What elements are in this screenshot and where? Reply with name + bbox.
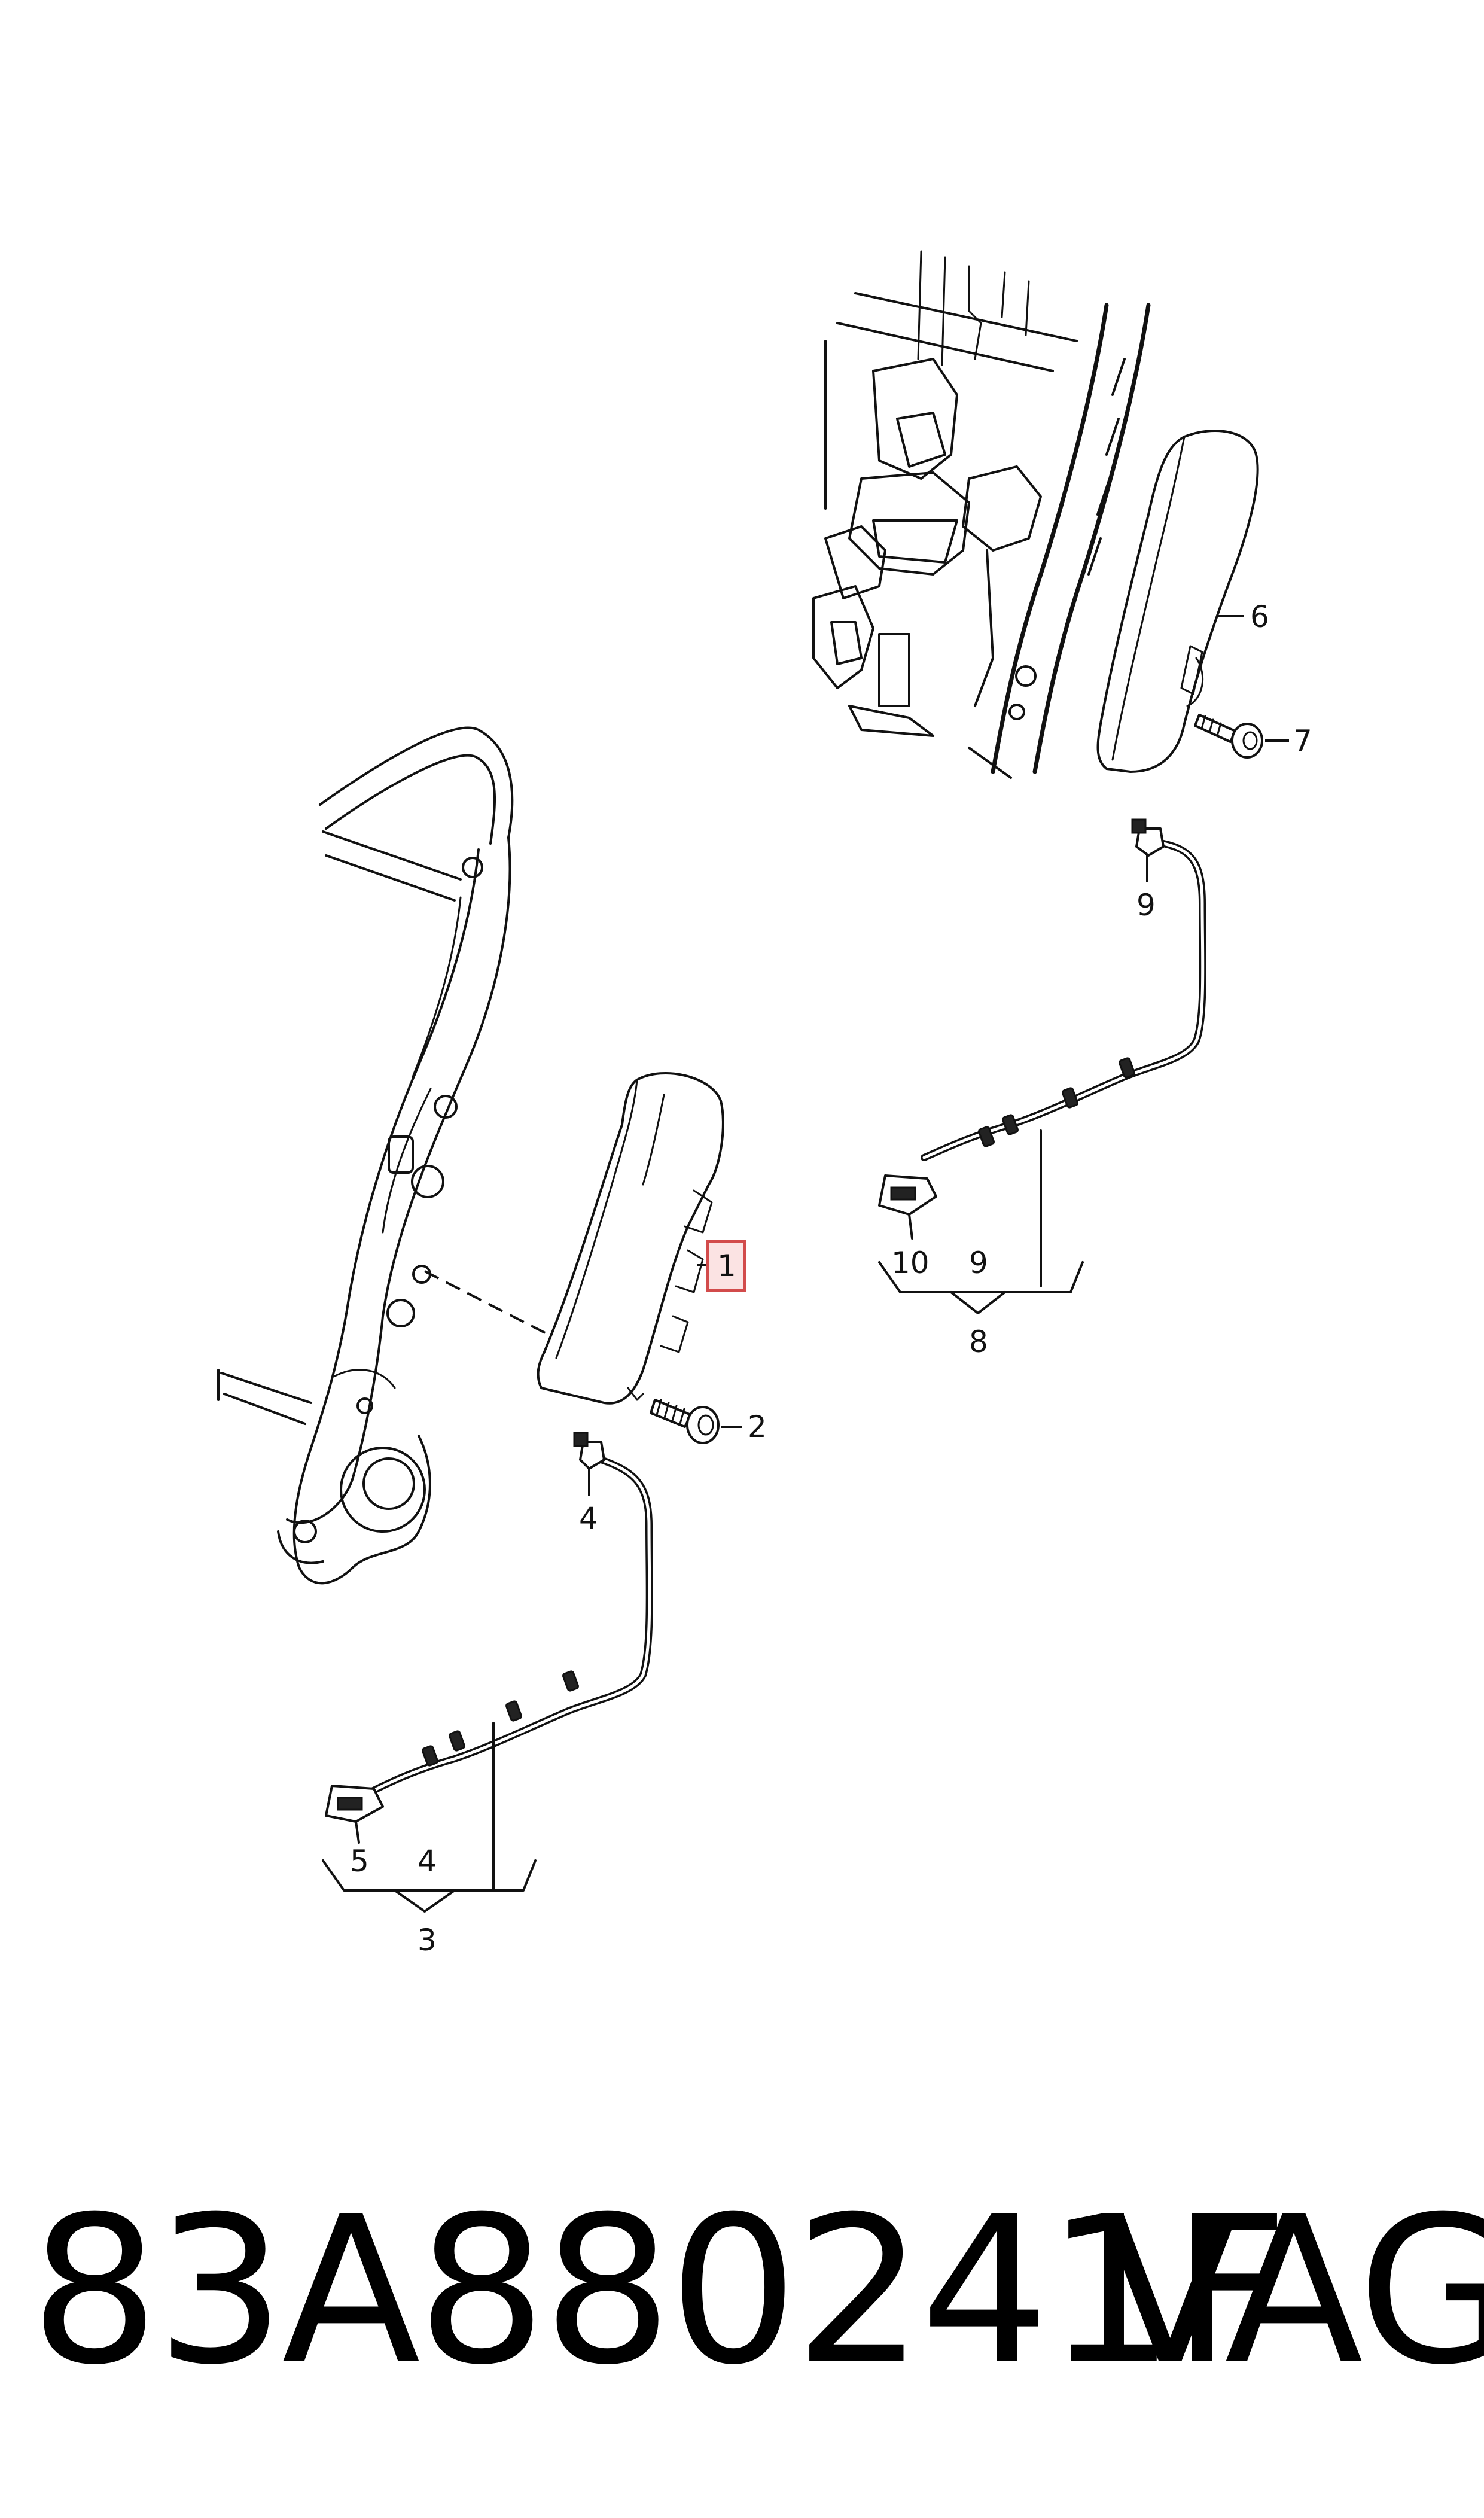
callout-2[interactable]: 2 xyxy=(748,1409,767,1444)
seat-frame-upper xyxy=(812,250,1151,779)
callout-3[interactable]: 3 xyxy=(418,1923,437,1957)
callout-10[interactable]: 10 xyxy=(891,1246,930,1280)
callout-9-top[interactable]: 9 xyxy=(1136,888,1156,922)
callout-4-bottom[interactable]: 4 xyxy=(418,1844,437,1878)
wiring-harness-lower xyxy=(325,1432,653,1844)
brand-label: VAG xyxy=(1101,2173,1484,2410)
callout-6[interactable]: 6 xyxy=(1250,599,1269,634)
wiring-harness-upper xyxy=(878,818,1206,1240)
callout-7[interactable]: 7 xyxy=(1293,724,1312,759)
bolt-upper xyxy=(1194,714,1263,759)
seat-frame-left xyxy=(217,726,514,1585)
footer: 83A880241F VAG xyxy=(0,2190,1484,2465)
side-airbag-module xyxy=(537,1072,724,1405)
callout-5[interactable]: 5 xyxy=(350,1844,369,1878)
bracket-group-3 xyxy=(322,1722,537,1913)
callout-9-bottom[interactable]: 9 xyxy=(969,1246,988,1280)
callout-4-top[interactable]: 4 xyxy=(579,1501,598,1536)
callout-8[interactable]: 8 xyxy=(969,1325,988,1359)
exploded-parts-diagram: 1 2 4 5 4 3 6 7 9 10 9 8 xyxy=(217,250,1312,1957)
bolt-lower xyxy=(650,1399,720,1444)
upper-airbag-cover xyxy=(1096,430,1259,773)
alignment-line xyxy=(424,1270,554,1338)
callout-1-highlight xyxy=(706,1240,746,1292)
part-number: 83A880241F xyxy=(30,2173,1289,2410)
bracket-group-8 xyxy=(878,1129,1084,1314)
callout-1[interactable]: 1 xyxy=(717,1249,736,1283)
